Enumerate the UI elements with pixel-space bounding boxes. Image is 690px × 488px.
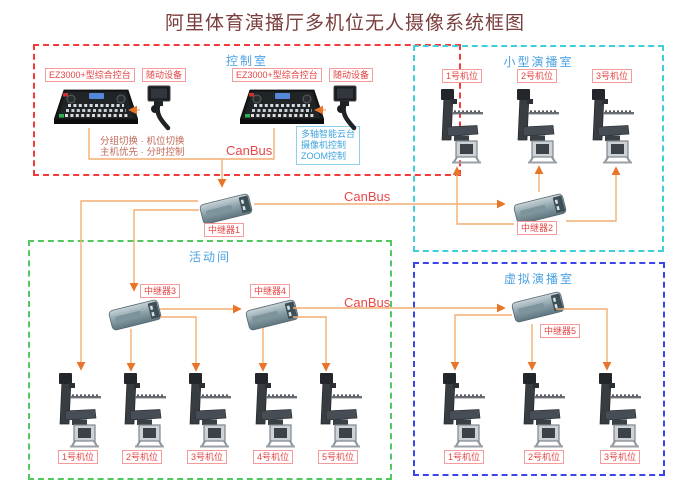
repeater-3-label: 中继器3 xyxy=(140,284,181,298)
activity-camera-2-label: 2号机位 xyxy=(122,450,163,464)
activity-camera-4-label: 4号机位 xyxy=(253,450,294,464)
activity-camera-5-label: 5号机位 xyxy=(318,450,359,464)
follow-device-1-icon xyxy=(142,84,176,132)
small-studio-camera-1-label: 1号机位 xyxy=(442,69,483,83)
camera-robot-icon xyxy=(319,372,363,448)
repeater-5-icon xyxy=(510,290,566,324)
follow-device-2-label: 随动设备 xyxy=(329,68,374,82)
page-title: 阿里体育演播厅多机位无人摄像系统框图 xyxy=(164,13,525,34)
camera-robot-icon xyxy=(58,372,102,448)
camera-robot-icon xyxy=(188,372,232,448)
camera-robot-icon xyxy=(123,372,167,448)
small-studio-title: 小型演播室 xyxy=(503,55,574,69)
canbus-label-virtual-bus: CanBus xyxy=(344,295,391,310)
switching-note-line-1: 分组切换 · 机位切换 xyxy=(100,136,185,147)
console-1-icon xyxy=(54,88,138,126)
canbus-label-main-bus: CanBus xyxy=(344,189,391,204)
activity-camera-1-label: 1号机位 xyxy=(58,450,99,464)
repeater-4-icon xyxy=(244,298,300,332)
activity-room-title: 活动间 xyxy=(188,250,231,264)
repeater-4-label: 中继器4 xyxy=(250,284,291,298)
repeater-5-label: 中继器5 xyxy=(540,324,581,338)
ptz-note-line-2: 摄像机控制 xyxy=(301,140,347,150)
camera-robot-icon xyxy=(440,88,484,164)
console-2-label: EZ3000+型综合控台 xyxy=(232,68,322,82)
follow-device-2-icon xyxy=(328,84,362,132)
ptz-note-line-1: 多轴智能云台 xyxy=(301,129,356,139)
canbus-label-control-room: CanBus xyxy=(226,143,273,158)
camera-robot-icon xyxy=(598,372,642,448)
activity-camera-3-label: 3号机位 xyxy=(187,450,228,464)
repeater-1-label: 中继器1 xyxy=(204,223,245,237)
small-studio-camera-3-label: 3号机位 xyxy=(592,69,633,83)
camera-robot-icon xyxy=(591,88,635,164)
ptz-note-line-3: ZOOM控制 xyxy=(301,151,346,161)
virtual-studio-box: 虚拟演播室 xyxy=(413,262,665,476)
control-room-title: 控制室 xyxy=(225,54,268,68)
ptz-control-note: 多轴智能云台 摄像机控制 ZOOM控制 xyxy=(296,126,361,165)
switching-note-line-2: 主机优先 · 分时控制 xyxy=(100,147,185,158)
repeater-2-label: 中继器2 xyxy=(517,221,558,235)
small-studio-camera-2-label: 2号机位 xyxy=(517,69,558,83)
switching-notes: 分组切换 · 机位切换 主机优先 · 分时控制 xyxy=(100,136,184,158)
camera-robot-icon xyxy=(516,88,560,164)
virtual-camera-2-label: 2号机位 xyxy=(524,450,565,464)
camera-robot-icon xyxy=(254,372,298,448)
console-1-label: EZ3000+型综合控台 xyxy=(45,68,135,82)
virtual-camera-1-label: 1号机位 xyxy=(444,450,485,464)
virtual-camera-3-label: 3号机位 xyxy=(600,450,641,464)
control-room-box: 控制室 xyxy=(33,44,461,176)
console-2-icon xyxy=(240,88,324,126)
follow-device-1-label: 随动设备 xyxy=(142,68,187,82)
repeater-3-icon xyxy=(107,298,163,332)
virtual-studio-title: 虚拟演播室 xyxy=(503,272,574,286)
small-studio-box: 小型演播室 xyxy=(413,45,664,252)
camera-robot-icon xyxy=(522,372,566,448)
camera-robot-icon xyxy=(442,372,486,448)
